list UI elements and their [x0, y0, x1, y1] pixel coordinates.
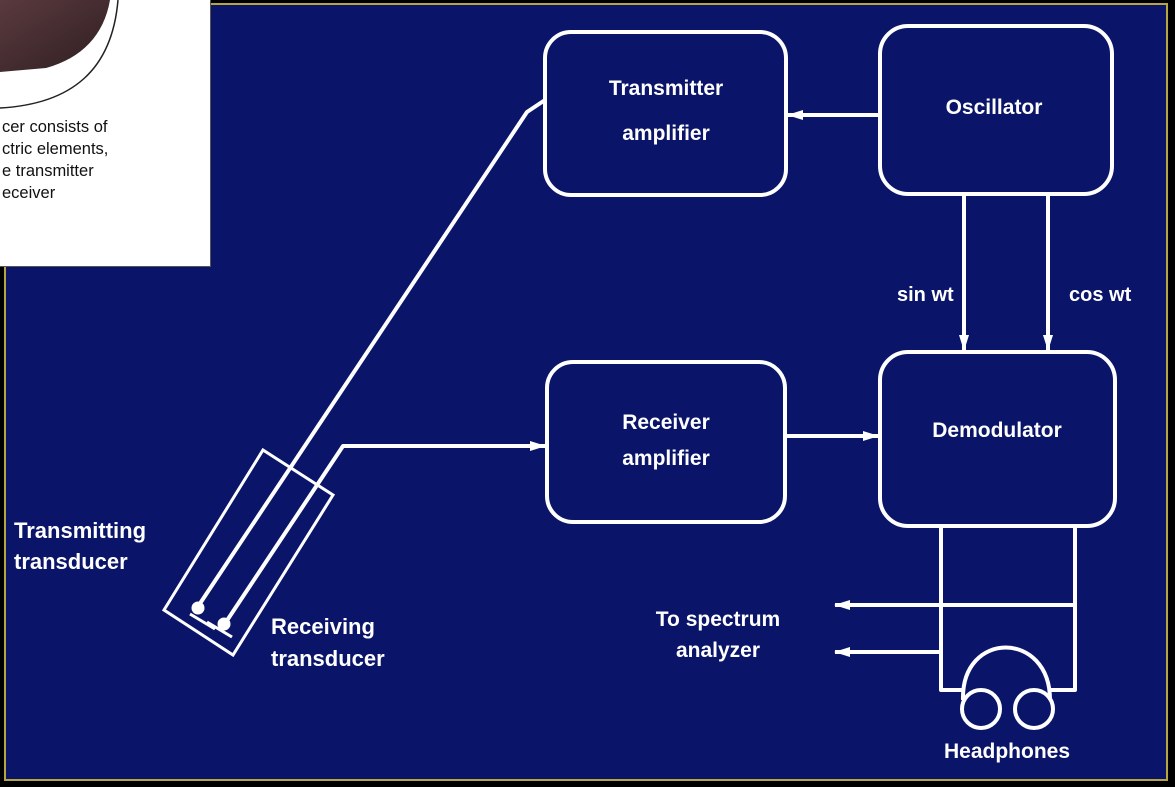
receiving-cable	[222, 446, 545, 628]
inset-photo	[0, 0, 210, 122]
receiver-amplifier-label: Receiver	[622, 411, 710, 434]
headphones-lead-right	[1050, 605, 1075, 690]
transmitter-amplifier-label: Transmitter	[609, 77, 723, 100]
inset-caption-line: e transmitter	[2, 160, 208, 182]
receiving-transducer-label-2: transducer	[271, 646, 385, 671]
transmitting-transducer-label: Transmitting	[14, 518, 146, 543]
inset-caption-line: ctric elements,	[2, 138, 208, 160]
inset-photo-art	[0, 0, 210, 122]
receiver-amplifier-block	[547, 362, 785, 522]
spectrum-analyzer-label-2: analyzer	[676, 639, 760, 662]
transmitting-cable	[197, 100, 545, 608]
inset-caption-line: cer consists of	[2, 116, 208, 138]
headphones-lead-left	[941, 652, 962, 690]
headphones-label: Headphones	[944, 740, 1070, 763]
receiver-amplifier-label-2: amplifier	[622, 447, 710, 470]
spectrum-output-1	[835, 526, 1075, 605]
oscillator-label: Oscillator	[946, 96, 1043, 119]
demodulator-label: Demodulator	[932, 419, 1062, 442]
spectrum-analyzer-label: To spectrum	[656, 608, 780, 631]
transmitter-amplifier-block	[545, 32, 786, 195]
cos-label: cos wt	[1069, 284, 1132, 306]
headphones-icon	[962, 648, 1053, 729]
receiving-transducer-label: Receiving	[271, 614, 375, 639]
transmitting-transducer-label-2: transducer	[14, 549, 128, 574]
inset-caption-line: eceiver	[2, 182, 208, 204]
inset-caption: cer consists of ctric elements, e transm…	[2, 116, 208, 204]
spectrum-output-2	[835, 526, 941, 652]
caption-inset: cer consists of ctric elements, e transm…	[0, 0, 211, 267]
transmitter-amplifier-label-2: amplifier	[622, 122, 710, 145]
sin-label: sin wt	[897, 284, 954, 306]
